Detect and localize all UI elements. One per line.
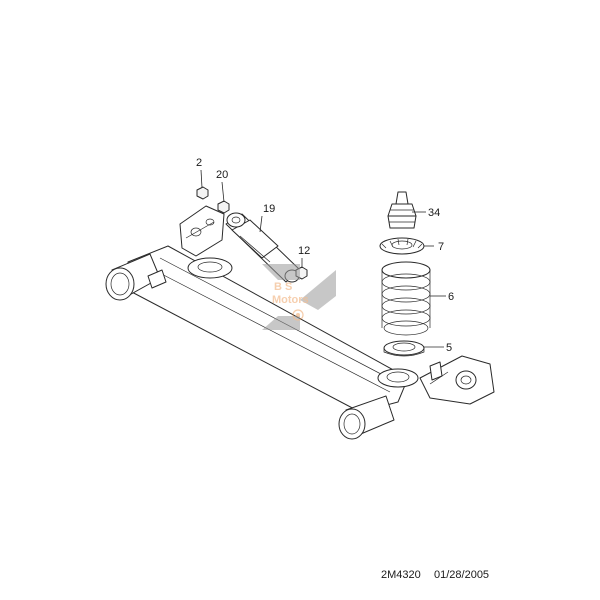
callout-7: 7 [438, 241, 444, 253]
diagram-date: 01/28/2005 [434, 569, 489, 581]
diagram-code: 2M4320 [381, 569, 421, 581]
coil-spring [381, 261, 431, 336]
callouts: 2 20 19 12 34 7 6 5 [196, 157, 454, 354]
upper-spring-seat [379, 237, 425, 255]
bump-stop [387, 191, 417, 229]
watermark-prefix: B S [274, 281, 292, 293]
watermark-brand: Motors [272, 294, 309, 306]
callout-34: 34 [428, 207, 440, 219]
callout-2: 2 [196, 157, 202, 169]
callout-5: 5 [446, 342, 452, 354]
footer: 2M4320 01/28/2005 [381, 569, 489, 581]
nut-2 [196, 186, 209, 200]
nut-20 [217, 200, 230, 214]
callout-20: 20 [216, 169, 228, 181]
callout-19: 19 [263, 203, 275, 215]
shock-mount-bracket [179, 205, 225, 257]
lower-spring-seat [383, 340, 425, 357]
watermark-logo: B S Motors [262, 264, 336, 330]
leader-lines [200, 169, 446, 348]
callout-12: 12 [298, 245, 310, 257]
callout-6: 6 [448, 291, 454, 303]
